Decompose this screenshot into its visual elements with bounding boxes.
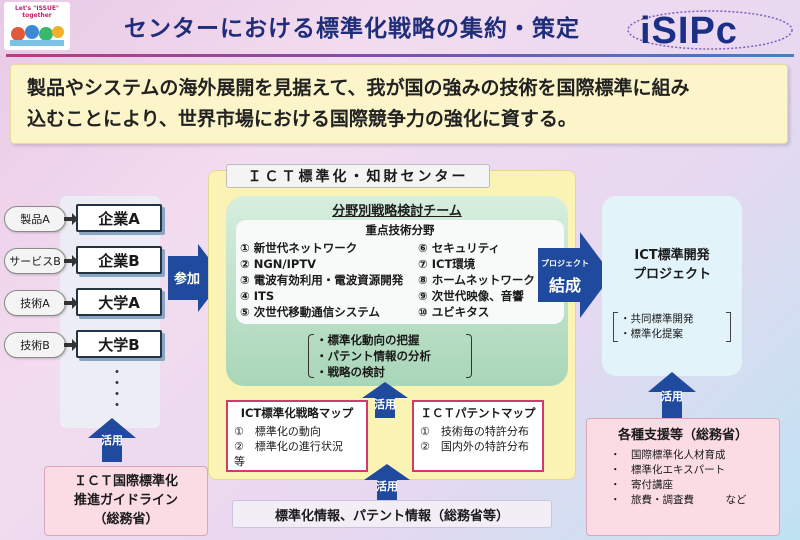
lead-line-1: 製品やシステムの海外展開を見据えて、我が国の強みの技術を国際標準に組み (27, 77, 690, 99)
entity-company-a: 企業A (76, 204, 162, 232)
mascot-logo: Let's "ISSUE" together (4, 2, 70, 50)
support-box (586, 418, 780, 536)
lead-banner: 製品やシステムの海外展開を見据えて、我が国の強みの技術を国際標準に組み 込むこと… (10, 64, 788, 144)
project-small-label: プロジェクト (541, 259, 589, 268)
tasks-bracket-left (308, 334, 314, 378)
formation-label: 結成 (548, 276, 581, 295)
logo-text: Let's "ISSUE" together (14, 5, 60, 19)
information-source: 標準化情報、パテント情報（総務省等） (232, 500, 552, 528)
guide-use-arrow (88, 418, 136, 462)
cloud-product-a: 製品A (4, 206, 66, 232)
support-item: ・ 標準化エキスパート (610, 464, 726, 476)
project-activity: ・標準化提案 (620, 328, 683, 340)
info-use-arrow (364, 464, 410, 500)
project-panel (602, 196, 742, 376)
more-dots: ・ ・ ・ ・ (110, 365, 124, 414)
fields-left-list: ① 新世代ネットワーク ② NGN/IPTV ③ 電波有効利用・電波資源開発 ④… (240, 240, 412, 320)
project-formation-arrow (538, 232, 612, 318)
support-use-arrow (648, 372, 696, 418)
strategy-map-item: 等 (234, 455, 245, 468)
maps-use-label: 活用 (374, 398, 396, 411)
tasks-bracket-right (466, 334, 472, 378)
cloud-service-b: サービスB (4, 248, 66, 274)
task-item: ・戦略の検討 (316, 365, 385, 379)
isipc-brand: iSIPc (640, 10, 738, 52)
cloud-tech-a: 技術A (4, 290, 66, 316)
field-item: ⑥ セキュリティ (418, 241, 501, 255)
cloud-tech-b: 技術B (4, 332, 66, 358)
fields-right-list: ⑥ セキュリティ ⑦ ICT環境 ⑧ ホームネットワーク ⑨ 次世代映像、音響 … (418, 240, 560, 320)
guideline-line-2: 推進ガイドライン (73, 493, 178, 508)
project-activities: ・共同標準開発 ・標準化提案 (620, 312, 730, 342)
focus-fields-title: 重点技術分野 (365, 223, 435, 237)
support-list: ・ 国際標準化人材育成 ・ 標準化エキスパート ・ 寄付講座 ・ 旅費・調査費 … (610, 448, 770, 508)
title-divider (6, 54, 794, 57)
field-item: ⑨ 次世代映像、音響 (418, 289, 524, 303)
field-item: ④ ITS (240, 289, 275, 303)
guideline-box: ＩＣＴ国際標準化 推進ガイドライン （総務省） (44, 466, 208, 536)
cloud-connector-arrows (64, 213, 78, 351)
strategy-map-title: ICT標準化戦略マップ (240, 406, 354, 420)
entity-university-b: 大学B (76, 330, 162, 358)
entity-company-b: 企業B (76, 246, 162, 274)
maps-use-arrow (362, 382, 408, 418)
support-item: ・ 旅費・調査費 など (610, 494, 747, 506)
project-bracket-right (726, 312, 731, 342)
task-item: ・パテント情報の分析 (316, 349, 431, 363)
participate-label: 参加 (173, 272, 200, 287)
field-item: ① 新世代ネットワーク (240, 241, 358, 255)
support-use-label: 活用 (661, 390, 683, 403)
project-title: ICT標準開発 プロジェクト (602, 246, 742, 284)
guide-use-label: 活用 (101, 434, 123, 447)
field-item: ③ 電波有効利用・電波資源開発 (240, 273, 404, 287)
strategy-map-item: ② 標準化の進行状況 (234, 440, 343, 453)
project-title-line-2: プロジェクト (632, 267, 711, 282)
isipc-logo (624, 4, 796, 54)
patent-map-title: ＩＣＴパテントマップ (420, 406, 536, 420)
project-bracket-left (613, 312, 618, 342)
field-item: ② NGN/IPTV (240, 257, 317, 271)
field-item: ⑦ ICT環境 (418, 257, 476, 271)
project-activity: ・共同標準開発 (620, 313, 694, 325)
patent-map-item: ① 技術毎の特許分布 (420, 425, 529, 438)
patent-map-box: ＩＣＴパテントマップ ① 技術毎の特許分布 ② 国内外の特許分布 (412, 400, 544, 472)
page-title: センターにおける標準化戦略の集約・策定 (124, 16, 580, 42)
patent-map-item: ② 国内外の特許分布 (420, 440, 529, 453)
strategy-team-title: 分野別戦略検討チーム (332, 204, 462, 219)
field-item: ⑤ 次世代移動通信システム (240, 305, 380, 319)
focus-fields-box (236, 220, 564, 324)
info-use-label: 活用 (376, 480, 398, 493)
lead-line-2: 込むことにより、世界市場における国際競争力の強化に資する。 (27, 108, 577, 130)
strategy-map-box: ICT標準化戦略マップ ① 標準化の動向 ② 標準化の進行状況 等 (226, 400, 368, 472)
field-item: ⑧ ホームネットワーク (418, 273, 535, 287)
project-title-line-1: ICT標準開発 (634, 248, 710, 263)
support-title: 各種支援等（総務省） (617, 428, 748, 443)
center-title: ＩＣＴ標準化・知財センター (226, 164, 490, 188)
support-item: ・ 国際標準化人材育成 (610, 449, 726, 461)
guideline-line-3: （総務省） (93, 512, 159, 527)
guideline-line-1: ＩＣＴ国際標準化 (73, 474, 178, 489)
field-item: ⑩ ユビキタス (418, 305, 490, 319)
entity-university-a: 大学A (76, 288, 162, 316)
support-item: ・ 寄付講座 (610, 479, 673, 491)
tasks-list: ・標準化動向の把握 ・パテント情報の分析 ・戦略の検討 (316, 332, 466, 380)
strategy-map-item: ① 標準化の動向 (234, 425, 321, 438)
task-item: ・標準化動向の把握 (316, 333, 420, 347)
